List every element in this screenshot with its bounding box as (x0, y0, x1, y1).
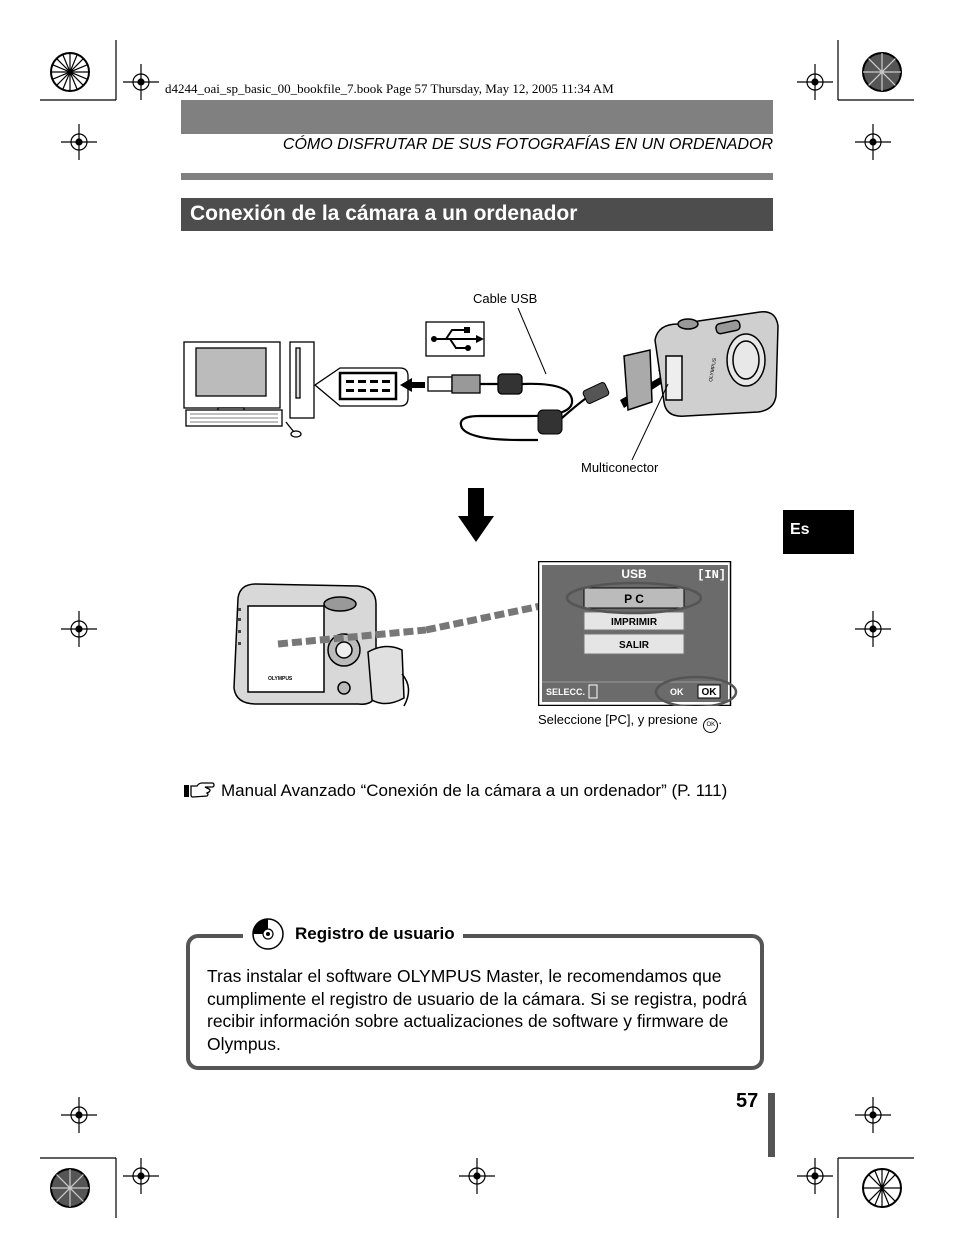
ok-button-glyph: OK (706, 722, 716, 728)
computer-icon (183, 341, 315, 438)
registration-wheel-icon (862, 1168, 902, 1208)
lcd-ok-badge: OK (702, 687, 718, 698)
ok-button-icon: OK (703, 718, 719, 733)
note-header: Registro de usuario (243, 917, 463, 951)
usb-port-icon (338, 371, 398, 401)
print-slug: d4244_oai_sp_basic_00_bookfile_7.book Pa… (165, 81, 614, 96)
note-title: Registro de usuario (295, 924, 455, 943)
camera-back-brand-label: OLYMPUS (268, 676, 293, 682)
lcd-option-imprimir[interactable]: IMPRIMIR (611, 617, 658, 628)
language-tab (783, 510, 854, 554)
lcd-option-pc[interactable]: P C (624, 592, 644, 606)
note-box (186, 934, 764, 1070)
pointing-hand-icon (184, 782, 215, 798)
pointer-dashes (426, 598, 561, 634)
reference-text: Manual Avanzado “Conexión de la cámara a… (221, 781, 728, 800)
cable-usb-label: Cable USB (473, 291, 537, 306)
cd-disc-icon (252, 918, 284, 950)
header-bar (181, 100, 773, 134)
connection-diagram: OLYMPUS Cable USB Multiconector (183, 291, 779, 475)
lcd-heading: USB (621, 567, 647, 581)
reference-line: Manual Avanzado “Conexión de la cámara a… (183, 781, 727, 801)
lcd-caption: Seleccione [PC], y presione OK. (538, 712, 722, 733)
section-header: CÓMO DISFRUTAR DE SUS FOTOGRAFÍAS EN UN … (282, 136, 773, 153)
title-bar (181, 198, 773, 231)
down-arrow-icon (458, 488, 494, 542)
lcd-footer-ok: OK (670, 687, 684, 697)
lcd-caption-text: Seleccione [PC], y presione (538, 712, 698, 727)
page-number: 57 (736, 1090, 759, 1112)
registration-wheel-icon (50, 1168, 90, 1208)
lcd-footer-select: SELECC. (546, 687, 585, 697)
page-number-bar (768, 1093, 775, 1157)
ferrite-core-icon (537, 409, 563, 435)
page-title: Conexión de la cámara a un ordenador (190, 202, 578, 225)
header-rule (181, 173, 773, 180)
multiconnector-plug-icon (582, 382, 610, 404)
note-body: Tras instalar el software OLYMPUS Master… (207, 966, 747, 1054)
usb-plug-icon (427, 373, 523, 395)
language-tab-label: Es (790, 521, 810, 538)
lcd-option-salir[interactable]: SALIR (619, 640, 650, 651)
registration-wheel-icon (50, 52, 90, 92)
registration-wheel-icon (862, 52, 902, 92)
camera-back-icon: OLYMPUS (233, 583, 426, 707)
camera-icon (623, 311, 779, 417)
lcd-memory-badge: [IN] (697, 568, 726, 582)
lcd-usb-menu: USB [IN] P C IMPRIMIR SALIR SELECC. OK O… (538, 561, 738, 706)
multiconnector-label: Multiconector (581, 460, 659, 475)
lcd-caption-end: . (718, 712, 722, 727)
camera-brand-label: OLYMPUS (708, 357, 718, 382)
usb-symbol-icon (425, 321, 485, 357)
